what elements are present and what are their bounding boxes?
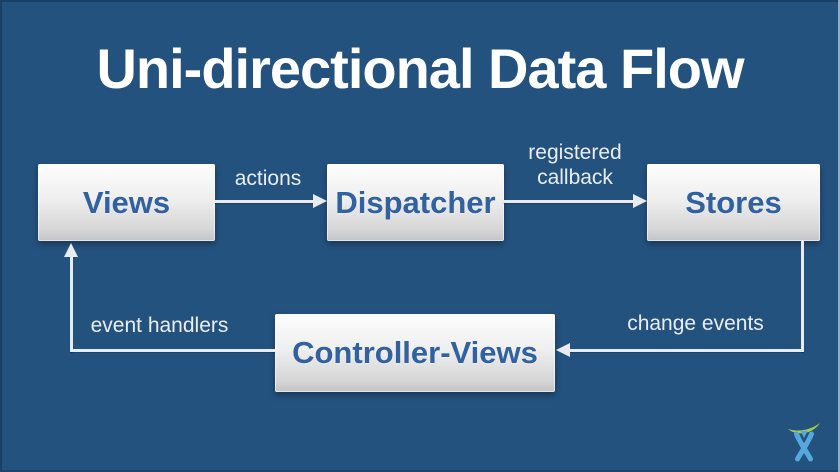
arrow-views-to-dispatcher-line [215, 200, 315, 203]
page-title: Uni-directional Data Flow [96, 37, 744, 100]
node-views-label: Views [82, 184, 171, 220]
arrow-controller-views-left-line [70, 349, 275, 352]
edge-label-event-handlers: event handlers [90, 314, 229, 337]
arrow-dispatcher-to-stores-line [503, 200, 634, 203]
arrow-left-icon [556, 343, 570, 357]
slide-edge-right [838, 0, 840, 472]
node-dispatcher: Dispatcher [327, 164, 504, 241]
atlassian-logo [788, 423, 820, 462]
slide-edge-left [0, 0, 2, 472]
slide-edge-top [0, 0, 840, 2]
node-controller-views-label: Controller-Views [292, 335, 538, 370]
node-stores: Stores [647, 164, 820, 241]
arrow-stores-to-controller-views-line [570, 349, 804, 352]
arrow-controller-views-to-views-line [70, 256, 73, 352]
edge-label-change-events: change events [627, 312, 764, 335]
node-views: Views [38, 164, 215, 241]
edge-label-registered-callback: registered callback [528, 141, 622, 189]
arrow-right-icon [633, 194, 647, 208]
node-controller-views: Controller-Views [275, 314, 555, 392]
arrow-right-icon [313, 194, 327, 208]
arrow-up-icon [64, 243, 78, 257]
node-dispatcher-label: Dispatcher [335, 184, 496, 220]
edge-label-actions: actions [234, 167, 302, 190]
arrow-stores-down-line [801, 241, 804, 352]
node-stores-label: Stores [685, 184, 782, 220]
slide-edge-bottom [0, 470, 840, 472]
